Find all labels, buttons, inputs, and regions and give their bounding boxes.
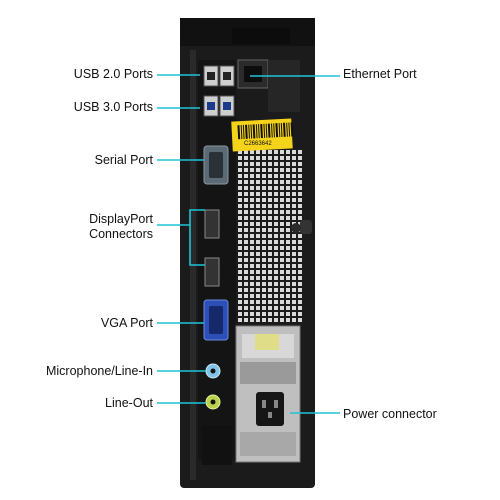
leader-lines xyxy=(157,74,340,414)
label-ethernet: Ethernet Port xyxy=(343,67,417,81)
label-serial: Serial Port xyxy=(94,153,153,167)
serial-port-shape xyxy=(203,145,229,185)
usb2-ports xyxy=(203,65,235,87)
leader-line-3 xyxy=(157,209,205,266)
label-usb3: USB 3.0 Ports xyxy=(73,100,153,114)
thumbscrew xyxy=(291,223,301,233)
displayport-shapes xyxy=(204,209,220,287)
label-vga: VGA Port xyxy=(100,316,153,330)
label-power: Power connector xyxy=(343,407,437,421)
label-mic: Microphone/Line-In xyxy=(45,364,153,378)
label-usb2: USB 2.0 Ports xyxy=(73,67,153,81)
handle-slot xyxy=(232,28,290,44)
barcode-bars xyxy=(237,122,294,140)
label-displayport: DisplayPort Connectors xyxy=(89,212,153,241)
sticker-code: C2663642 xyxy=(244,141,272,147)
ventilation-grid xyxy=(238,150,302,322)
latch xyxy=(300,220,312,234)
lower-vent xyxy=(202,425,232,465)
usb3-ports xyxy=(203,95,235,117)
vga-port-shape xyxy=(203,299,229,341)
label-lineout: Line-Out xyxy=(105,396,153,410)
ethernet-port xyxy=(237,59,300,112)
power-supply xyxy=(235,325,301,463)
